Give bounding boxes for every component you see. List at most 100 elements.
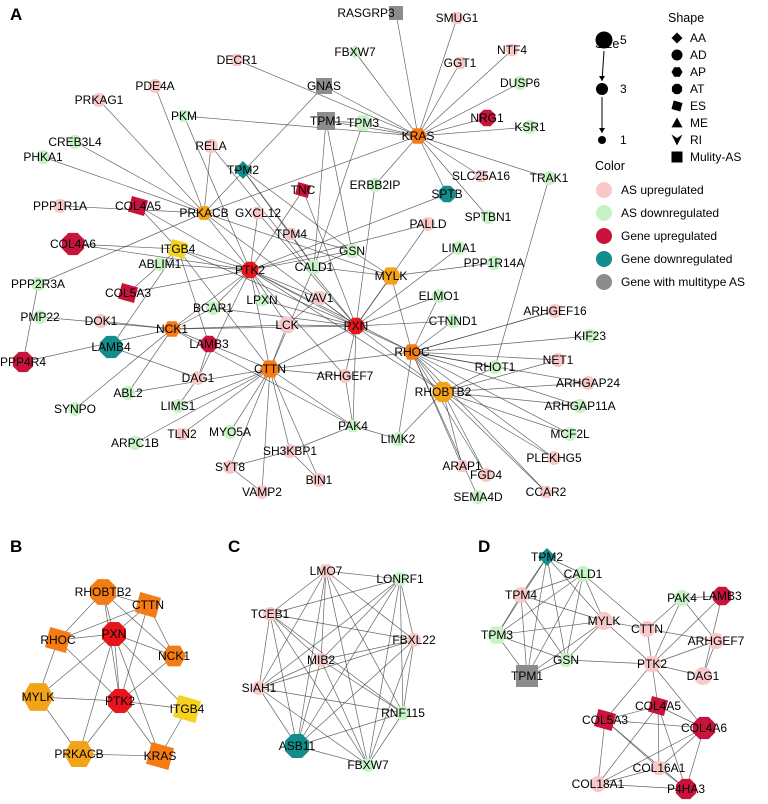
node-c-tceb1[interactable]: TCEB1 <box>251 607 290 621</box>
node-d-col4a6[interactable]: COL4A6 <box>681 716 727 740</box>
node-b-kras[interactable]: KRAS <box>144 742 177 770</box>
node-a-synpo[interactable]: SYNPO <box>54 402 96 416</box>
node-a-gnas[interactable]: GNAS <box>307 78 341 94</box>
node-c-rnf115[interactable]: RNF115 <box>381 706 425 720</box>
node-a-sema4d[interactable]: SEMA4D <box>453 490 503 504</box>
node-a-ppp1r1a[interactable]: PPP1R1A <box>33 199 87 213</box>
node-d-gsn[interactable]: GSN <box>553 653 579 667</box>
node-a-vav1[interactable]: VAV1 <box>305 291 334 305</box>
node-d-tpm3[interactable]: TPM3 <box>481 626 513 644</box>
node-a-syt8[interactable]: SYT8 <box>215 460 245 474</box>
node-b-cttn[interactable]: CTTN <box>132 592 164 618</box>
node-a-sptb[interactable]: SPTB <box>431 185 463 203</box>
node-d-lamb3[interactable]: LAMB3 <box>702 586 742 606</box>
node-b-rhobtb2[interactable]: RHOBTB2 <box>75 579 132 605</box>
node-a-ntf4[interactable]: NTF4 <box>497 43 527 57</box>
node-a-tln2[interactable]: TLN2 <box>167 427 197 441</box>
node-a-pmp22[interactable]: PMP22 <box>20 310 60 324</box>
node-a-pkm[interactable]: PKM <box>171 109 197 123</box>
node-d-mylk[interactable]: MYLK <box>588 612 621 630</box>
node-a-lck[interactable]: LCK <box>275 316 299 334</box>
node-a-tnc[interactable]: TNC <box>291 182 316 198</box>
node-a-creb3l4[interactable]: CREB3L4 <box>48 135 102 149</box>
node-a-ctnnd1[interactable]: CTNND1 <box>429 314 478 328</box>
node-b-nck1[interactable]: NCK1 <box>158 645 190 667</box>
node-a-lima1[interactable]: LIMA1 <box>442 241 477 255</box>
node-c-lonrf1[interactable]: LONRF1 <box>376 572 424 586</box>
node-d-cttn[interactable]: CTTN <box>631 621 663 637</box>
node-a-rhot1[interactable]: RHOT1 <box>475 360 516 374</box>
node-a-trak1[interactable]: TRAK1 <box>530 171 569 185</box>
node-b-mylk[interactable]: MYLK <box>22 683 55 711</box>
node-a-ppp2r3a[interactable]: PPP2R3A <box>11 277 65 291</box>
node-b-itgb4[interactable]: ITGB4 <box>170 695 205 723</box>
node-a-col4a6[interactable]: COL4A6 <box>50 232 96 256</box>
node-a-phka1[interactable]: PHKA1 <box>23 150 63 164</box>
node-a-erbb2ip[interactable]: ERBB2IP <box>350 178 401 192</box>
node-c-lmo7[interactable]: LMO7 <box>310 564 343 578</box>
node-a-gxcl12[interactable]: GXCL12 <box>235 206 281 220</box>
node-a-ppp4r4[interactable]: PPP4R4 <box>0 351 46 373</box>
node-d-arhgef7[interactable]: ARHGEF7 <box>688 633 745 649</box>
node-d-col5a3[interactable]: COL5A3 <box>582 709 628 731</box>
node-a-sh3kbp1[interactable]: SH3KBP1 <box>263 444 317 458</box>
node-a-col4a5[interactable]: COL4A5 <box>115 196 161 216</box>
node-b-prkacb[interactable]: PRKACB <box>54 741 104 767</box>
node-a-nck1[interactable]: NCK1 <box>156 321 188 337</box>
node-a-dag1[interactable]: DAG1 <box>182 371 215 385</box>
node-a-arhgap11a[interactable]: ARHGAP11A <box>544 399 616 413</box>
node-a-tpm3[interactable]: TPM3 <box>347 115 379 131</box>
node-a-kif23[interactable]: KIF23 <box>574 329 606 343</box>
node-c-fbxl22[interactable]: FBXL22 <box>392 633 436 647</box>
node-b-ptk2[interactable]: PTK2 <box>105 688 135 714</box>
node-a-dok1[interactable]: DOK1 <box>85 314 118 328</box>
node-b-rhoc[interactable]: RHOC <box>40 627 76 653</box>
node-a-prkacb[interactable]: PRKACB <box>179 206 228 220</box>
node-a-sptbn1[interactable]: SPTBN1 <box>465 210 512 224</box>
node-a-ppp1r14a[interactable]: PPP1R14A <box>464 256 525 270</box>
node-a-pxn[interactable]: PXN <box>344 317 369 335</box>
node-d-p4ha3[interactable]: P4HA3 <box>667 778 705 800</box>
node-a-palld[interactable]: PALLD <box>409 217 447 231</box>
node-b-pxn[interactable]: PXN <box>102 621 127 647</box>
node-a-myo5a[interactable]: MYO5A <box>209 425 251 439</box>
node-a-kras[interactable]: KRAS <box>402 128 435 144</box>
node-d-col4a5[interactable]: COL4A5 <box>635 696 681 716</box>
node-d-col18a1[interactable]: COL18A1 <box>572 776 625 792</box>
node-a-tpm2[interactable]: TPM2 <box>227 161 259 179</box>
node-a-vamp2[interactable]: VAMP2 <box>242 485 282 499</box>
node-a-bcar1[interactable]: BCAR1 <box>193 301 233 315</box>
node-a-smug1[interactable]: SMUG1 <box>436 11 479 25</box>
node-a-ksr1[interactable]: KSR1 <box>514 120 546 134</box>
node-a-rhoc[interactable]: RHOC <box>394 344 430 360</box>
node-a-fbxw7[interactable]: FBXW7 <box>334 45 376 59</box>
node-a-abl2[interactable]: ABL2 <box>113 386 143 400</box>
node-a-lamb3[interactable]: LAMB3 <box>189 335 229 353</box>
node-a-lims1[interactable]: LIMS1 <box>161 399 196 413</box>
node-a-lamb4[interactable]: LAMB4 <box>91 335 131 359</box>
node-a-bin1[interactable]: BIN1 <box>306 473 333 487</box>
node-a-prkag1[interactable]: PRKAG1 <box>75 93 124 107</box>
node-a-rela[interactable]: RELA <box>195 139 227 153</box>
node-a-limk2[interactable]: LIMK2 <box>381 432 416 446</box>
node-a-tpm4[interactable]: TPM4 <box>275 227 307 241</box>
node-a-nrg1[interactable]: NRG1 <box>470 109 504 127</box>
node-d-tpm1[interactable]: TPM1 <box>511 665 543 687</box>
node-c-siah1[interactable]: SIAH1 <box>242 681 277 695</box>
node-a-cttn[interactable]: CTTN <box>254 360 286 378</box>
node-c-asb11[interactable]: ASB11 <box>279 733 316 759</box>
node-a-ptk2[interactable]: PTK2 <box>235 261 265 279</box>
node-a-itgb4[interactable]: ITGB4 <box>161 239 196 259</box>
node-a-arhgef7[interactable]: ARHGEF7 <box>317 369 374 383</box>
node-a-arpc1b[interactable]: ARPC1B <box>111 436 159 450</box>
node-a-ablim1[interactable]: ABLIM1 <box>139 257 182 271</box>
node-a-rasgrp3[interactable]: RASGRP3 <box>337 6 403 20</box>
node-d-dag1[interactable]: DAG1 <box>687 667 720 685</box>
node-a-mylk[interactable]: MYLK <box>375 267 408 285</box>
node-c-mib2[interactable]: MIB2 <box>307 653 335 667</box>
node-c-fbxw7[interactable]: FBXW7 <box>347 758 389 772</box>
node-d-col16a1[interactable]: COL16A1 <box>633 761 686 775</box>
node-a-rhobtb2[interactable]: RHOBTB2 <box>415 381 472 403</box>
node-a-arhgap24[interactable]: ARHGAP24 <box>556 376 620 390</box>
node-a-plekhg5[interactable]: PLEKHG5 <box>526 451 582 465</box>
